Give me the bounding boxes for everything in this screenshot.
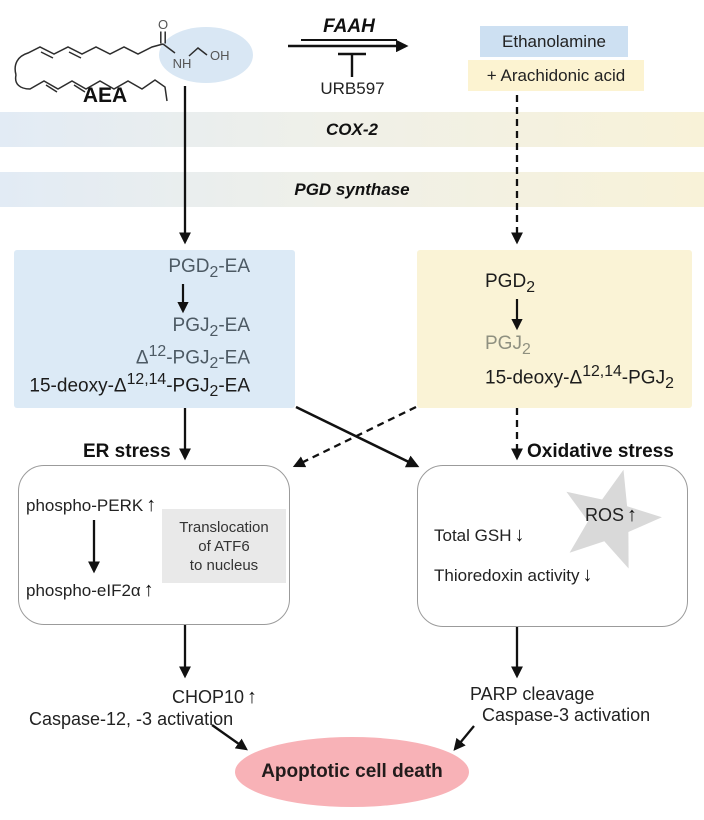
pgd-synthase-label: PGD synthase [294, 179, 410, 199]
up-arrow-icon: ↑ [143, 579, 154, 601]
pgd-synthase-band: PGD synthase [0, 172, 704, 207]
total-gsh-item: Total GSH↓ [434, 524, 525, 546]
faah-enzyme-label: FAAH [301, 16, 397, 41]
oxidative-stress-title: Oxidative stress [527, 441, 674, 462]
atf6-line-3: to nucleus [189, 556, 259, 574]
phospho-eif2a-item: phospho-eIF2α↑ [26, 579, 154, 601]
compound-15-deoxy-pgj2-ea: 15-deoxy-Δ12,14-PGJ2-EA [29, 371, 250, 401]
atf6-translocation-note: Translocation of ATF6 to nucleus [162, 509, 286, 583]
ethanolamine-label: Ethanolamine [502, 31, 606, 51]
down-arrow-icon: ↓ [514, 524, 525, 546]
parp-outcome: PARP cleavage [470, 684, 595, 704]
atf6-line-1: Translocation [179, 518, 269, 536]
arrow-pg-to-er-cross-dashed [292, 405, 417, 468]
urb597-inhibition-tbar [338, 52, 366, 77]
down-arrow-icon: ↓ [582, 564, 593, 586]
apoptotic-cell-death-label: Apoptotic cell death [261, 761, 443, 782]
arrow-ea-to-oxidative-cross [295, 405, 420, 468]
ea-pathway-box [14, 250, 295, 408]
arrow-right-to-apoptosis [453, 725, 475, 751]
caspase3-outcome: Caspase-3 activation [482, 705, 651, 725]
compound-pgj2-ea: PGJ2-EA [172, 315, 250, 340]
pg-pathway-box [417, 250, 692, 408]
compound-pgd2: PGD2 [485, 271, 535, 296]
up-arrow-icon: ↑ [247, 686, 258, 708]
ethanolamine-box: Ethanolamine [480, 26, 628, 57]
up-arrow-icon: ↑ [627, 504, 638, 526]
phospho-perk-item: phospho-PERK↑ [26, 494, 157, 516]
ethanolamine-highlight-ellipse [159, 27, 253, 83]
aea-label: AEA [82, 84, 128, 107]
compound-15-deoxy-pgj2: 15-deoxy-Δ12,14-PGJ2 [485, 363, 674, 393]
arachidonic-acid-label: + Arachidonic acid [486, 65, 626, 85]
thioredoxin-item: Thioredoxin activity↓ [434, 564, 593, 586]
compound-pgj2: PGJ2 [485, 333, 531, 358]
caspase12-outcome: Caspase-12, -3 activation [29, 709, 234, 729]
carbonyl-o-label: O [158, 17, 168, 32]
arachidonic-acid-box: + Arachidonic acid [468, 60, 644, 91]
cox2-band: COX-2 [0, 112, 704, 147]
cox2-label: COX-2 [326, 119, 378, 139]
atf6-line-2: of ATF6 [198, 537, 250, 555]
ros-item: ROS↑ [585, 504, 638, 526]
up-arrow-icon: ↑ [146, 494, 157, 516]
chop10-outcome: CHOP10↑ [172, 686, 258, 708]
compound-pgd2-ea: PGD2-EA [168, 256, 250, 281]
urb597-label: URB597 [320, 79, 385, 98]
apoptotic-cell-death-ellipse: Apoptotic cell death [235, 737, 469, 807]
compound-d12-pgj2-ea: Δ12-PGJ2-EA [135, 343, 250, 373]
er-stress-title: ER stress [83, 441, 171, 462]
